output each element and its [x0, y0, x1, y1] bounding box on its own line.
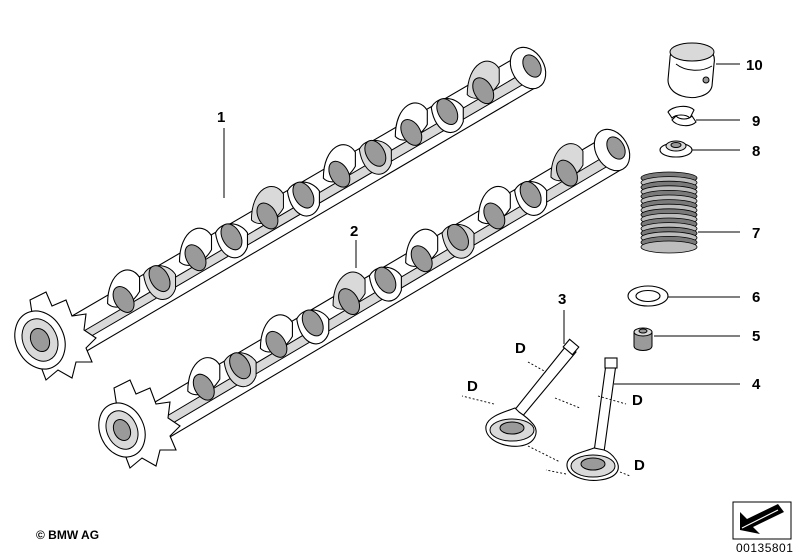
- spring-retainer-8[interactable]: [659, 140, 693, 158]
- valve-3[interactable]: [485, 338, 580, 447]
- cam-journal: [292, 181, 315, 209]
- valve-stem-seal-5[interactable]: [633, 327, 653, 351]
- callout-7: 7: [752, 225, 760, 242]
- spring-seat-6[interactable]: [627, 285, 669, 307]
- leader-lines: [223, 63, 740, 385]
- dimension-label-d: D: [634, 457, 645, 474]
- cam-journal: [256, 202, 279, 230]
- callout-1: 1: [217, 109, 225, 126]
- callout-4: 4: [752, 376, 761, 393]
- cam-journal: [472, 77, 495, 105]
- camshaft-2[interactable]: [90, 123, 637, 469]
- document-number: 00135801: [736, 541, 793, 555]
- dimension-label-d: D: [467, 378, 478, 395]
- cam-journal: [338, 288, 361, 315]
- cam-journal: [400, 119, 423, 146]
- callout-6: 6: [752, 289, 760, 306]
- cam-journal: [112, 286, 135, 313]
- cam-journal: [483, 202, 506, 230]
- callout-8: 8: [752, 143, 760, 160]
- cam-journal: [328, 160, 351, 188]
- cam-journal: [192, 373, 215, 401]
- cam-journal: [436, 98, 459, 126]
- callout-labels: 1 2 3 4 5 6 7 8 9 10 D D D D: [217, 57, 763, 474]
- cam-journal: [410, 245, 433, 273]
- dimension-label-d: D: [632, 392, 643, 409]
- spring-coil: [640, 240, 698, 254]
- valve-4[interactable]: [566, 357, 619, 481]
- cam-journal: [447, 223, 469, 251]
- callout-9: 9: [752, 113, 760, 130]
- valve-keepers-9[interactable]: [667, 105, 697, 127]
- cam-journal: [519, 181, 542, 208]
- dimension-label-d: D: [515, 340, 526, 357]
- cam-journal: [555, 159, 578, 187]
- camshaft-1[interactable]: [6, 41, 553, 381]
- callout-5: 5: [752, 328, 760, 345]
- cam-journal: [184, 244, 207, 272]
- cam-journal: [148, 265, 171, 293]
- callout-10: 10: [746, 57, 763, 74]
- callout-3: 3: [558, 291, 566, 308]
- copyright-text: © BMW AG: [36, 528, 99, 542]
- cam-journal: [374, 266, 397, 294]
- cam-journal: [301, 309, 324, 337]
- dimension-marks: [461, 361, 631, 477]
- cam-journal: [220, 223, 243, 251]
- bucket-tappet-10[interactable]: [667, 42, 715, 99]
- valve-spring-7[interactable]: [640, 171, 698, 254]
- cam-journal: [265, 330, 288, 358]
- cam-journal: [229, 352, 252, 380]
- callout-2: 2: [350, 223, 358, 240]
- cam-journal: [364, 139, 387, 167]
- orientation-arrow-icon: [732, 501, 792, 540]
